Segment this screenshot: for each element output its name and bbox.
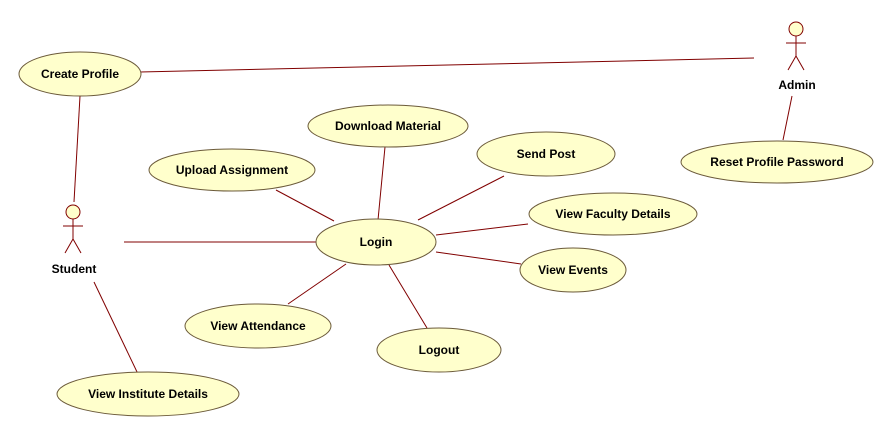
assoc-create-profile-admin	[139, 57, 755, 73]
use-case-view-institute-details[interactable]: View Institute Details	[56, 371, 240, 417]
use-case-login-label: Login	[360, 235, 393, 249]
associations	[73, 57, 793, 375]
use-case-create-profile[interactable]: Create Profile	[18, 51, 142, 97]
assoc-create-profile-student	[73, 95, 81, 203]
student-stick-figure-icon	[63, 204, 83, 254]
use-case-view-attendance-label: View Attendance	[210, 319, 306, 333]
use-case-send-post-label: Send Post	[517, 147, 576, 161]
assoc-login-download-material	[377, 146, 386, 221]
actor-student[interactable]: Student	[52, 204, 97, 276]
assoc-login-view-events	[435, 251, 522, 265]
use-case-upload-assignment-label: Upload Assignment	[176, 163, 288, 177]
assoc-student-institute-details	[93, 281, 139, 375]
use-case-logout[interactable]: Logout	[376, 327, 502, 373]
use-case-view-faculty-details[interactable]: View Faculty Details	[528, 192, 698, 236]
assoc-login-upload-assignment	[275, 189, 335, 222]
use-case-view-faculty-details-label: View Faculty Details	[555, 207, 670, 221]
use-case-view-events-label: View Events	[538, 263, 608, 277]
use-case-login[interactable]: Login	[315, 218, 437, 266]
use-case-logout-label: Logout	[419, 343, 460, 357]
admin-stick-figure-icon	[786, 21, 806, 71]
use-case-reset-profile-password[interactable]: Reset Profile Password	[680, 140, 874, 184]
use-case-send-post[interactable]: Send Post	[476, 131, 616, 177]
assoc-login-send-post	[417, 175, 505, 221]
use-case-view-attendance[interactable]: View Attendance	[184, 303, 332, 349]
use-case-reset-profile-password-label: Reset Profile Password	[710, 155, 843, 169]
use-case-view-institute-details-label: View Institute Details	[88, 387, 208, 401]
assoc-admin-reset-password	[782, 95, 793, 141]
use-case-download-material-label: Download Material	[335, 119, 441, 133]
assoc-login-attendance	[287, 263, 347, 305]
actor-admin[interactable]: Admin	[778, 21, 816, 92]
assoc-login-faculty-details	[435, 223, 529, 236]
use-case-upload-assignment[interactable]: Upload Assignment	[148, 148, 316, 192]
actor-student-label: Student	[52, 262, 97, 276]
use-case-download-material[interactable]: Download Material	[307, 104, 469, 148]
assoc-login-logout	[388, 264, 428, 329]
use-case-create-profile-label: Create Profile	[41, 67, 119, 81]
actor-admin-label: Admin	[778, 78, 815, 92]
use-case-view-events[interactable]: View Events	[519, 247, 627, 293]
